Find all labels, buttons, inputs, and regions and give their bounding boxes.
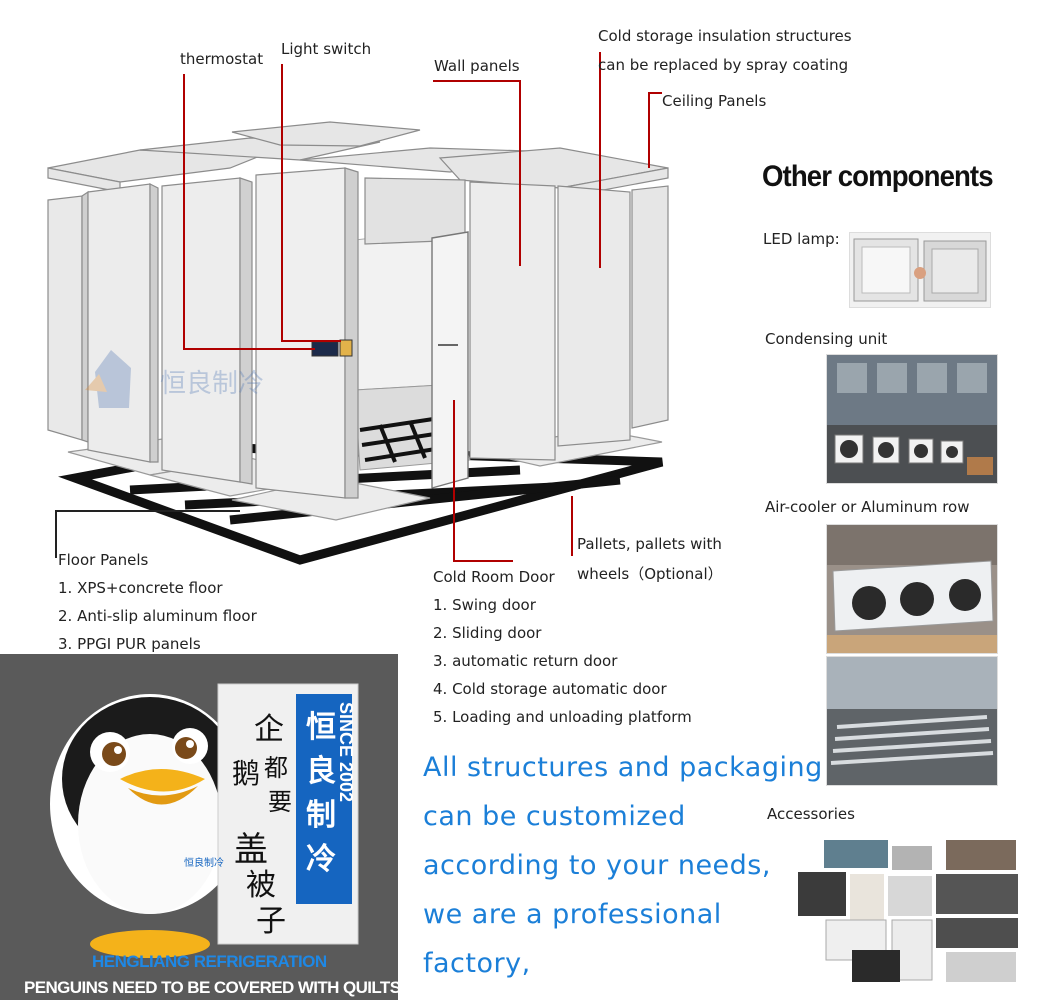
- leader-thermostat: [183, 74, 185, 350]
- slogan-cn-2: 都: [264, 754, 288, 782]
- label-thermostat: thermostat: [180, 50, 264, 68]
- penguin-mascot: [50, 683, 359, 958]
- leader-insulation: [599, 52, 601, 268]
- leader-wall: [433, 80, 521, 82]
- leader-door: [453, 400, 455, 562]
- condensing-unit-photo: [826, 354, 998, 484]
- slogan-line-3: according to your needs,: [423, 850, 771, 881]
- slogan-cn-1: 鹅: [232, 757, 261, 790]
- door-option-5: 5. Loading and unloading platform: [433, 708, 692, 726]
- label-insulation-1: Cold storage insulation structures: [598, 27, 852, 45]
- door-option-4: 4. Cold storage automatic door: [433, 680, 667, 698]
- thermostat-box: [311, 341, 339, 357]
- label-pallets-2: wheels（Optional）: [577, 565, 723, 583]
- caption-led-lamp: LED lamp:: [763, 230, 840, 248]
- slogan-line-5: factory,: [423, 948, 531, 979]
- slogan-line-1: All structures and packaging: [423, 752, 823, 783]
- leader-pallet: [571, 496, 573, 556]
- tagline: PENGUINS NEED TO BE COVERED WITH QUILTS: [24, 978, 398, 997]
- light-switch-box: [339, 339, 353, 357]
- air-cooler-photo: [826, 524, 998, 654]
- leader-ceiling: [648, 92, 650, 168]
- floor-option-2: 2. Anti-slip aluminum floor: [58, 607, 257, 625]
- slogan-line-2: can be customized: [423, 801, 686, 832]
- watermark-text: 恒良制冷: [160, 369, 264, 399]
- led-lamp-photo: [849, 232, 991, 308]
- wall-panels: [47, 167, 669, 499]
- leader-switch-h: [281, 340, 341, 342]
- caption-accessories: Accessories: [767, 805, 855, 823]
- leader-floor: [55, 510, 57, 558]
- caption-condensing-unit: Condensing unit: [765, 330, 888, 348]
- label-pallets-1: Pallets, pallets with: [577, 535, 722, 553]
- leader-switch: [281, 64, 283, 342]
- floor-option-3: 3. PPGI PUR panels: [58, 635, 201, 653]
- interior-wall: [354, 229, 441, 391]
- badge-cn: 恒良制冷: [184, 858, 224, 869]
- leader-thermostat-h: [183, 348, 315, 350]
- aluminum-row-photo: [826, 656, 998, 786]
- label-ceiling-panels: Ceiling Panels: [662, 92, 767, 110]
- slogan-cn-5: 被: [246, 868, 276, 903]
- door-option-3: 3. automatic return door: [433, 652, 618, 670]
- label-light-switch: Light switch: [281, 40, 372, 58]
- accessories-collage: [796, 836, 1022, 984]
- other-components-heading: Other components: [762, 160, 994, 193]
- brand-en: HENGLIANG REFRIGERATION: [92, 952, 327, 971]
- door-option-2: 2. Sliding door: [433, 624, 542, 642]
- cold-room-diagram: 恒良制冷: [47, 121, 669, 565]
- slogan-line-4: we are a professional: [423, 899, 722, 930]
- watermark: 恒良制冷: [85, 350, 264, 408]
- label-floor-panels: Floor Panels: [58, 551, 149, 569]
- leader-ceiling-h: [648, 92, 662, 94]
- label-cold-room-door: Cold Room Door: [433, 568, 555, 586]
- promo-banner: SINCE 2002 恒良制冷 企 鹅 都 要 盖 被 子 恒良制冷 HENGL…: [0, 654, 398, 1000]
- label-insulation-2: can be replaced by spray coating: [598, 56, 849, 74]
- leader-door-h: [453, 560, 513, 562]
- caption-air-cooler: Air-cooler or Aluminum row: [765, 498, 970, 516]
- slogan-cn-6: 子: [256, 904, 286, 939]
- slogan-cn-3: 要: [268, 788, 292, 816]
- ceiling-panels: [47, 121, 669, 199]
- swing-door: [431, 231, 469, 489]
- leader-floor-h: [55, 510, 240, 512]
- label-wall-panels: Wall panels: [434, 57, 520, 75]
- leader-wall-v: [519, 80, 521, 266]
- floor-option-1: 1. XPS+concrete floor: [58, 579, 223, 597]
- slogan-cn: 企 鹅 都 要 盖 被 子: [228, 704, 298, 939]
- slogan-cn-4: 盖: [234, 830, 268, 870]
- brand-cn-vertical: 恒良制冷: [306, 710, 336, 877]
- slogan-cn-0: 企: [254, 712, 284, 747]
- door-option-1: 1. Swing door: [433, 596, 536, 614]
